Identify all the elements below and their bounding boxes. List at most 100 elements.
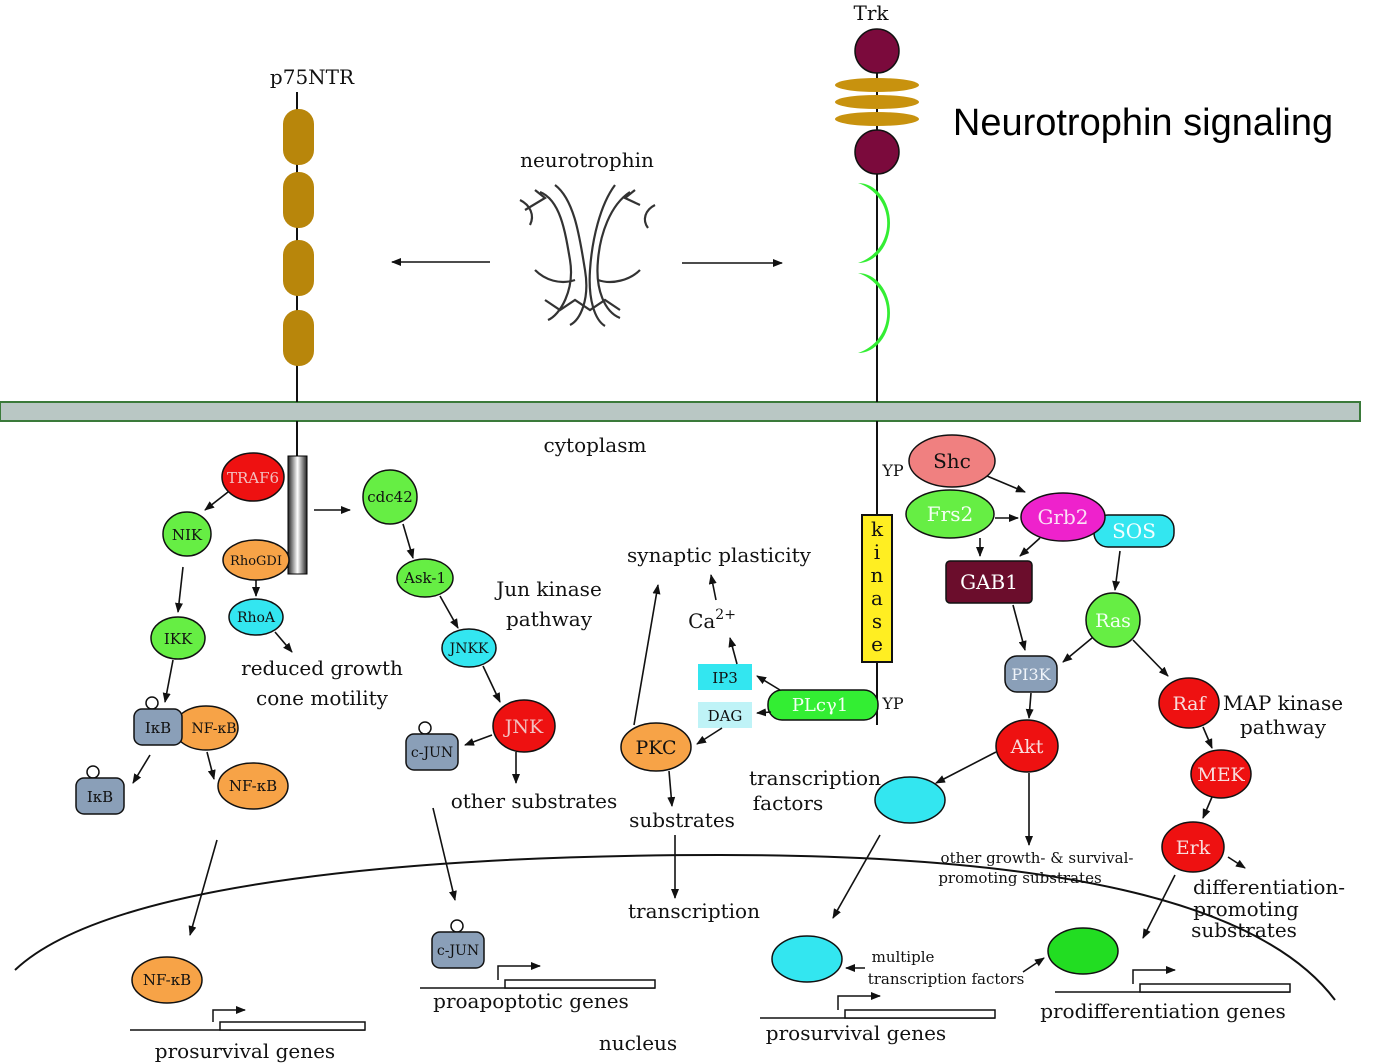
svg-text:e: e bbox=[871, 632, 883, 656]
node-pkc: PKC bbox=[620, 722, 692, 772]
svg-text:prosurvival genes: prosurvival genes bbox=[766, 1021, 946, 1045]
svg-text:i: i bbox=[874, 540, 880, 564]
trk-leucine-stripe-2 bbox=[835, 95, 919, 109]
svg-text:k: k bbox=[871, 517, 884, 541]
node-ikk: IKK bbox=[150, 616, 206, 660]
node-nfkb-free: NF-κB bbox=[217, 762, 289, 810]
node-ikb-free: IκB bbox=[75, 765, 125, 815]
svg-text:n: n bbox=[871, 563, 884, 587]
transcription-factors-label-2: factors bbox=[753, 791, 823, 815]
gene-prosurvival-right: prosurvival genes bbox=[760, 992, 996, 1045]
trk-crescent-2 bbox=[858, 273, 890, 353]
plc-pathway: PLcγ1 IP3 DAG Ca2+ synaptic plasticity P… bbox=[620, 543, 879, 923]
svg-text:JNK: JNK bbox=[503, 716, 544, 738]
node-erk: Erk bbox=[1161, 821, 1225, 873]
svg-text:RhoA: RhoA bbox=[237, 610, 276, 626]
node-tf-cytoplasm bbox=[874, 776, 946, 824]
trk-ras-pi3k-pathways: Shc Frs2 SOS Grb2 GAB1 Ras bbox=[749, 434, 1345, 1045]
p75ntr-label: p75NTR bbox=[270, 65, 355, 89]
node-ask1: Ask-1 bbox=[396, 558, 454, 598]
node-shc: Shc bbox=[908, 434, 996, 488]
map-kinase-label: MAP kinase bbox=[1223, 691, 1343, 715]
svg-text:IP3: IP3 bbox=[712, 669, 738, 687]
trk-leucine-stripe-3 bbox=[835, 112, 919, 126]
node-jnkk: JNKK bbox=[441, 628, 497, 668]
multiple-tf-label-1: multiple bbox=[872, 948, 935, 966]
svg-text:Akt: Akt bbox=[1010, 736, 1044, 758]
node-pi3k: PI3K bbox=[1004, 655, 1058, 693]
node-ikb-nfkb-complex: NF-κB IκB bbox=[133, 696, 239, 751]
svg-text:Frs2: Frs2 bbox=[927, 502, 973, 526]
node-traf6: TRAF6 bbox=[221, 452, 285, 502]
node-gab1: GAB1 bbox=[945, 560, 1033, 604]
node-cdc42: cdc42 bbox=[362, 469, 418, 525]
node-raf: Raf bbox=[1158, 677, 1220, 729]
node-jnk: JNK bbox=[492, 699, 556, 753]
svg-text:Ask-1: Ask-1 bbox=[403, 569, 446, 587]
node-rhogdi: RhoGDI bbox=[222, 539, 290, 581]
svg-text:Raf: Raf bbox=[1172, 693, 1207, 715]
svg-text:Shc: Shc bbox=[933, 449, 971, 473]
transcription-label: transcription bbox=[628, 899, 760, 923]
trk-crescent-1 bbox=[858, 183, 890, 263]
p75-domain-4 bbox=[283, 310, 314, 366]
svg-text:GAB1: GAB1 bbox=[960, 570, 1018, 594]
svg-text:IKK: IKK bbox=[164, 630, 193, 648]
trk-ig-domain-bottom bbox=[854, 129, 900, 175]
node-mek: MEK bbox=[1190, 749, 1252, 799]
node-akt: Akt bbox=[995, 719, 1059, 773]
nucleus-label: nucleus bbox=[599, 1031, 677, 1055]
gene-prodifferentiation: prodifferentiation genes bbox=[1040, 966, 1291, 1023]
p75-domain-2 bbox=[283, 172, 314, 228]
node-cjun-nucleus: c-JUN bbox=[431, 919, 485, 969]
kinase-letters: k i n a s e bbox=[871, 517, 884, 656]
svg-text:JNKK: JNKK bbox=[448, 641, 489, 657]
map-kinase-pathway-label: pathway bbox=[1240, 715, 1327, 739]
other-substrates-label: other substrates bbox=[451, 789, 618, 813]
p75-nfkb-pathway: TRAF6 NIK RhoGDI RhoA reduced growth con… bbox=[75, 452, 403, 1063]
node-plcg: PLcγ1 bbox=[767, 689, 879, 721]
nuclear-envelope bbox=[14, 853, 1336, 1001]
node-ras: Ras bbox=[1085, 592, 1141, 648]
svg-text:a: a bbox=[871, 586, 883, 610]
node-grb2: Grb2 bbox=[1020, 492, 1106, 542]
other-growth-label-2: promoting substrates bbox=[938, 869, 1101, 887]
page-title: Neurotrophin signaling bbox=[953, 102, 1333, 144]
svg-text:Ras: Ras bbox=[1095, 610, 1131, 632]
yp-bottom-label: YP bbox=[881, 694, 904, 713]
cytoplasm-label: cytoplasm bbox=[544, 433, 647, 457]
jun-kinase-pathway-label: pathway bbox=[506, 607, 593, 631]
p75-domain-3 bbox=[283, 240, 314, 296]
substrates-label: substrates bbox=[629, 808, 735, 832]
gene-prosurvival-left: prosurvival genes bbox=[130, 1006, 366, 1063]
jnk-pathway: cdc42 Ask-1 Jun kinase pathway JNKK JNK … bbox=[314, 469, 656, 1013]
node-dag: DAG bbox=[698, 702, 752, 728]
reduced-growth-label: reduced growth bbox=[241, 656, 403, 680]
node-nfkb-nucleus: NF-κB bbox=[131, 956, 203, 1004]
differentiation-label-1: differentiation- bbox=[1193, 875, 1345, 899]
svg-text:IκB: IκB bbox=[87, 788, 113, 806]
trk-label: Trk bbox=[853, 1, 889, 25]
yp-top-label: YP bbox=[881, 461, 904, 480]
svg-text:cdc42: cdc42 bbox=[367, 488, 413, 506]
svg-text:Grb2: Grb2 bbox=[1037, 505, 1088, 529]
svg-text:proapoptotic genes: proapoptotic genes bbox=[433, 989, 629, 1013]
svg-text:PKC: PKC bbox=[635, 737, 676, 759]
svg-text:Erk: Erk bbox=[1176, 837, 1211, 859]
svg-text:SOS: SOS bbox=[1112, 519, 1156, 543]
svg-text:PI3K: PI3K bbox=[1011, 665, 1051, 684]
svg-text:NF-κB: NF-κB bbox=[229, 777, 277, 795]
transcription-factors-label-1: transcription bbox=[749, 766, 881, 790]
other-growth-label-1: other growth- & survival- bbox=[941, 849, 1134, 867]
svg-text:prosurvival genes: prosurvival genes bbox=[155, 1039, 335, 1063]
svg-text:MEK: MEK bbox=[1197, 764, 1245, 786]
multiple-tf-label-2: transcription factors bbox=[868, 970, 1025, 988]
node-sos: SOS bbox=[1093, 514, 1175, 548]
svg-text:c-JUN: c-JUN bbox=[411, 745, 453, 761]
gene-proapoptotic: proapoptotic genes bbox=[420, 962, 656, 1013]
node-nik: NIK bbox=[162, 511, 212, 557]
synaptic-plasticity-label: synaptic plasticity bbox=[627, 543, 812, 567]
trk-receptor: Trk k i n a s e YP YP bbox=[835, 1, 919, 725]
p75-death-domain bbox=[287, 455, 308, 575]
